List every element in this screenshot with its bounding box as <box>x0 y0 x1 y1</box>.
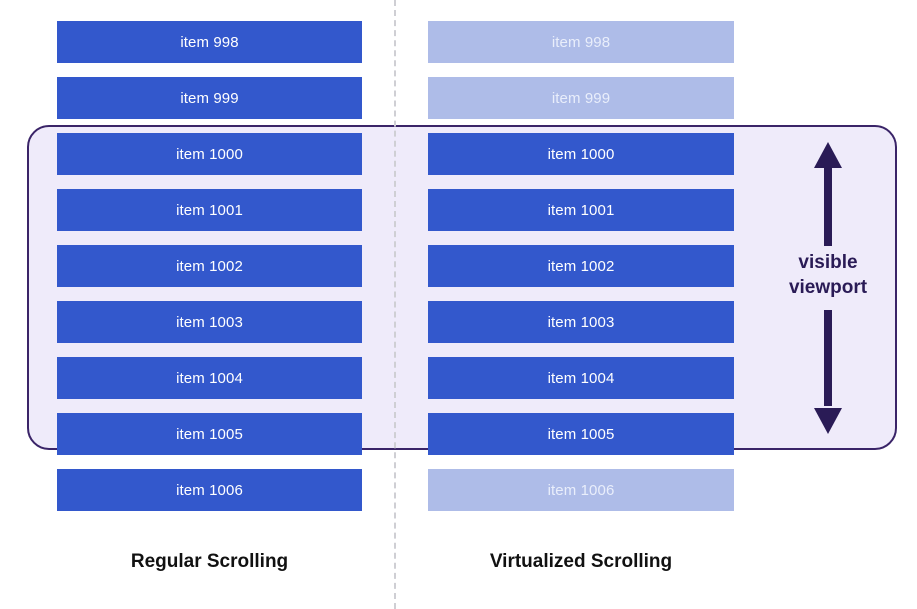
list-item[interactable]: item 1006 <box>57 469 362 511</box>
double-headed-vertical-arrow-icon <box>814 142 842 434</box>
list-item[interactable]: item 999 <box>428 77 734 119</box>
virtualized-scrolling-column: item 998 item 999 item 1000 item 1001 item 1… <box>428 0 734 609</box>
visible-viewport-label: visible viewport <box>788 252 868 299</box>
list-item[interactable]: item 1002 <box>428 245 734 287</box>
regular-scrolling-column: item 998 item 999 item 1000 item 1001 item 1… <box>57 0 362 609</box>
list-item[interactable]: item 1000 <box>428 133 734 175</box>
list-item[interactable]: item 1000 <box>57 133 362 175</box>
list-item[interactable]: item 1001 <box>57 189 362 231</box>
list-item[interactable]: item 998 <box>428 21 734 63</box>
list-item[interactable]: item 998 <box>57 21 362 63</box>
list-item[interactable]: item 1004 <box>57 357 362 399</box>
column-divider <box>394 0 396 609</box>
virtualized-scrolling-caption: Virtualized Scrolling <box>489 551 673 572</box>
list-item[interactable]: item 1006 <box>428 469 734 511</box>
list-item[interactable]: item 999 <box>57 77 362 119</box>
list-item[interactable]: item 1004 <box>428 357 734 399</box>
regular-scrolling-caption: Regular Scrolling <box>130 551 289 572</box>
list-item[interactable]: item 1001 <box>428 189 734 231</box>
list-item[interactable]: item 1003 <box>57 301 362 343</box>
list-item[interactable]: item 1005 <box>428 413 734 455</box>
list-item[interactable]: item 1002 <box>57 245 362 287</box>
list-item[interactable]: item 1005 <box>57 413 362 455</box>
viewport-annotation: visible viewport <box>758 138 898 438</box>
list-item[interactable]: item 1003 <box>428 301 734 343</box>
